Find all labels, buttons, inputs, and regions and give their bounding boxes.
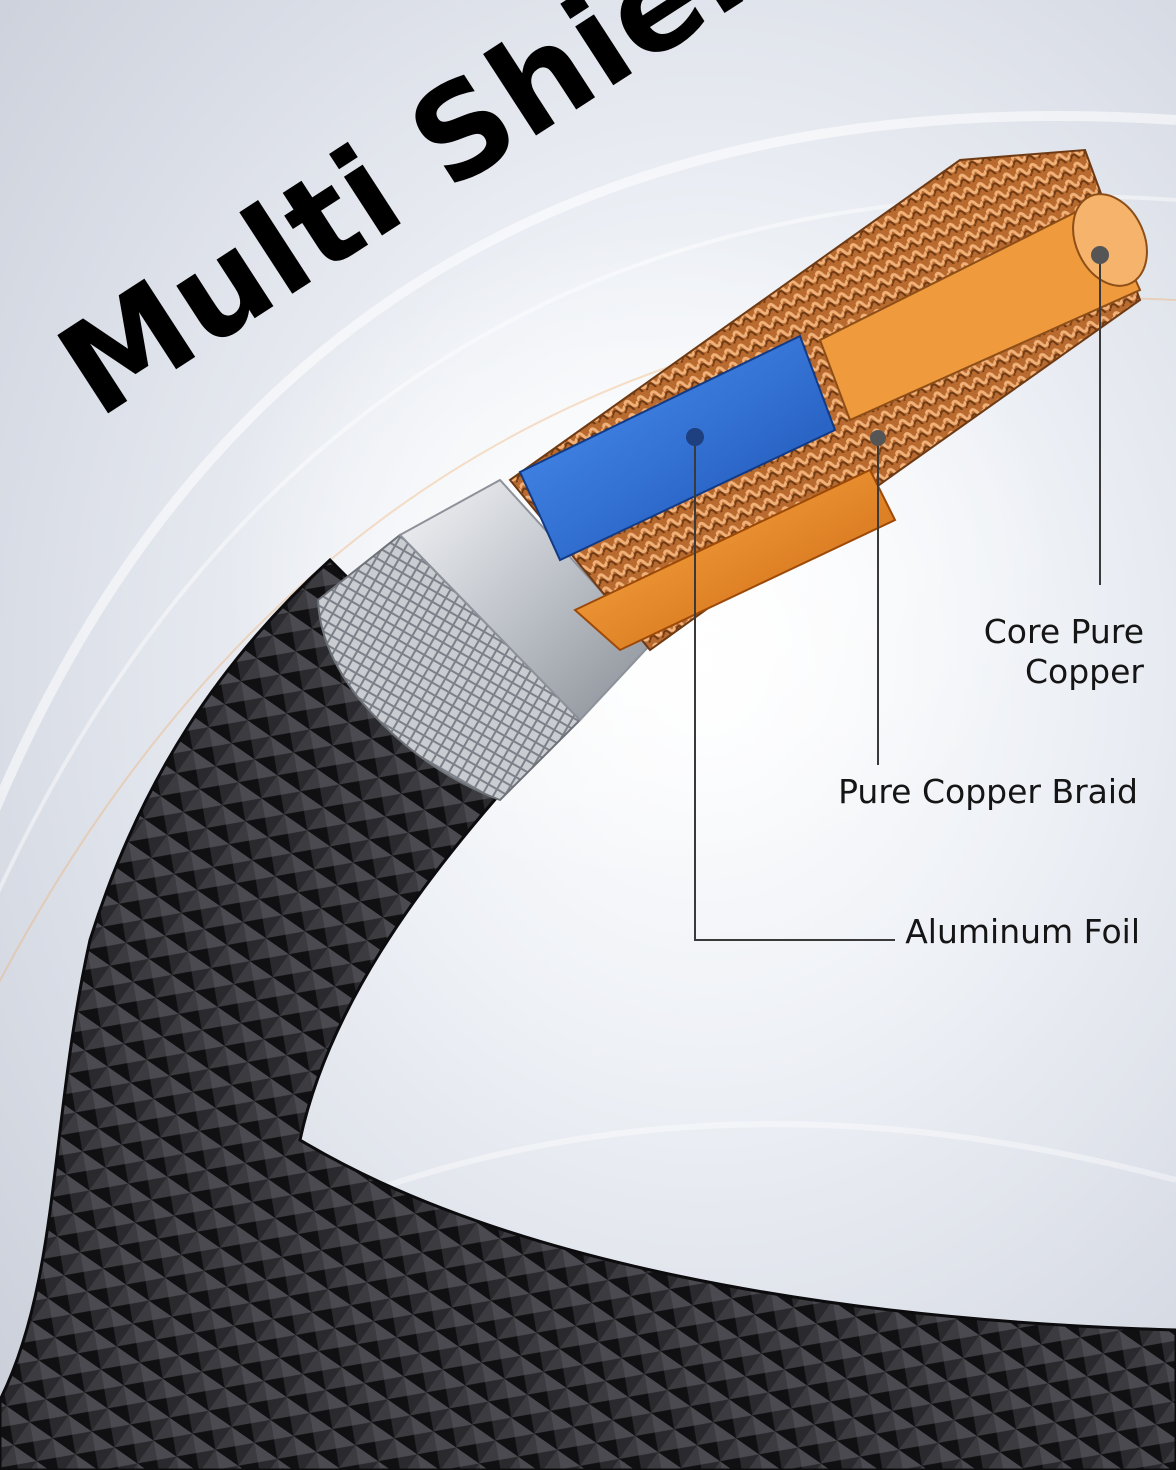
label-core-pure-copper: Core Pure Copper — [984, 612, 1144, 692]
core-copper-strands — [818, 198, 1142, 422]
foil-marker — [686, 428, 704, 446]
core-copper-end — [1072, 193, 1148, 287]
aluminum-mesh — [316, 533, 582, 802]
leader-lines — [686, 246, 1109, 941]
label-pure-copper-braid: Pure Copper Braid — [838, 772, 1138, 811]
braid-marker — [870, 430, 886, 446]
orange-insulated-wire — [573, 468, 897, 652]
label-aluminum-foil: Aluminum Foil — [905, 912, 1140, 951]
label-core-line1: Core Pure — [983, 612, 1144, 651]
core-marker — [1091, 246, 1109, 264]
blue-insulated-wire — [518, 334, 837, 562]
braided-jacket — [0, 557, 1176, 1470]
label-core-line2: Copper — [1025, 652, 1144, 691]
